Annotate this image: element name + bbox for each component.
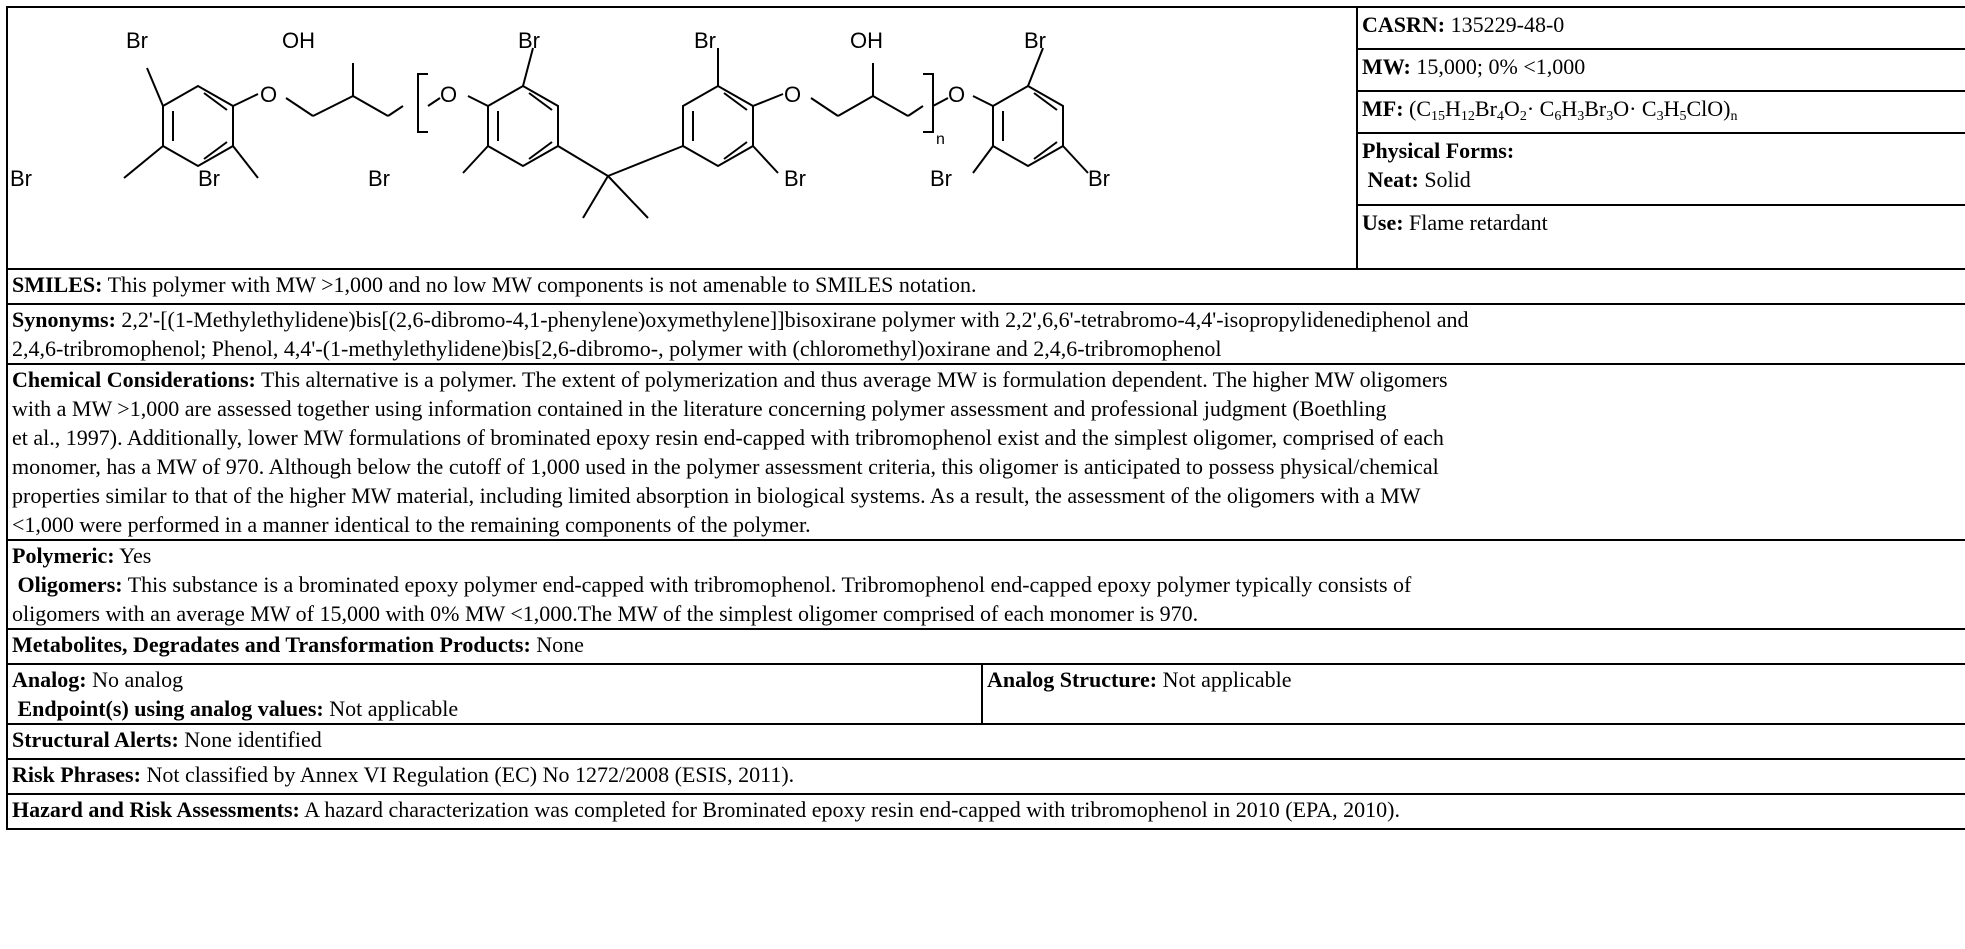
synonyms-row: Synonyms: 2,2'-[(1-Methylethylidene)bis[… [6,303,1965,365]
analog-structure-cell: Analog Structure: Not applicable [981,663,1965,725]
smiles-value: This polymer with MW >1,000 and no low M… [107,272,977,297]
atom-label-br: Br [784,166,806,191]
identity-table: CASRN: 135229-48-0 MW: 15,000; 0% <1,000… [1359,9,1964,246]
atom-label-oh: OH [850,28,883,53]
mw-value: 15,000; 0% <1,000 [1416,54,1586,79]
atom-label-o: O [440,82,457,107]
atom-label-br: Br [930,166,952,191]
use-row: Use: Flame retardant [1362,210,1548,235]
casrn-value: 135229-48-0 [1450,12,1565,37]
chemical-profile-table: Br OH O Br Br O Br Br Br O Br OH n O Br … [6,6,1965,830]
physical-forms-row: Physical Forms: Neat: Solid [1359,133,1964,206]
mw-row: MW: 15,000; 0% <1,000 [1359,49,1964,92]
hazard-assessments-row: Hazard and Risk Assessments: A hazard ch… [6,793,1965,830]
mf-row: MF: (C15H12Br4O2· C6H3Br3O· C3H5ClO)n [1359,91,1964,134]
metabolites-row: Metabolites, Degradates and Transformati… [6,628,1965,665]
structural-alerts-row: Structural Alerts: None identified [6,723,1965,760]
analog-cell: Analog: No analog Endpoint(s) using anal… [6,663,983,725]
smiles-row: SMILES: This polymer with MW >1,000 and … [6,268,1965,305]
atom-label-br: Br [1024,28,1046,53]
casrn-row: CASRN: 135229-48-0 [1359,9,1964,50]
risk-phrases-row: Risk Phrases: Not classified by Annex VI… [6,758,1965,795]
atom-label-oh: OH [282,28,315,53]
polymeric-row: Polymeric: Yes Oligomers: This substance… [6,539,1965,630]
atom-label-br: Br [518,28,540,53]
atom-label-br: Br [126,28,148,53]
chemical-structure-diagram: Br OH O Br Br O Br Br Br O Br OH n O Br … [10,28,1110,219]
use-value: Flame retardant [1409,210,1548,235]
atom-label-br: Br [1088,166,1110,191]
chemical-structure-cell: Br OH O Br Br O Br Br Br O Br OH n O Br … [6,6,1358,270]
neat-value: Solid [1424,167,1471,192]
atom-label-br: Br [694,28,716,53]
atom-label-o: O [260,82,277,107]
molecular-formula: (C15H12Br4O2· C6H3Br3O· C3H5ClO)n [1409,96,1738,124]
atom-label-br: Br [368,166,390,191]
chemical-considerations-row: Chemical Considerations: This alternativ… [6,363,1965,541]
repeat-unit-n: n [936,131,945,148]
atom-label-o: O [784,82,801,107]
atom-label-o: O [948,82,965,107]
atom-label-br: Br [198,166,220,191]
identity-cell: CASRN: 135229-48-0 MW: 15,000; 0% <1,000… [1356,6,1965,270]
atom-label-br: Br [10,166,32,191]
